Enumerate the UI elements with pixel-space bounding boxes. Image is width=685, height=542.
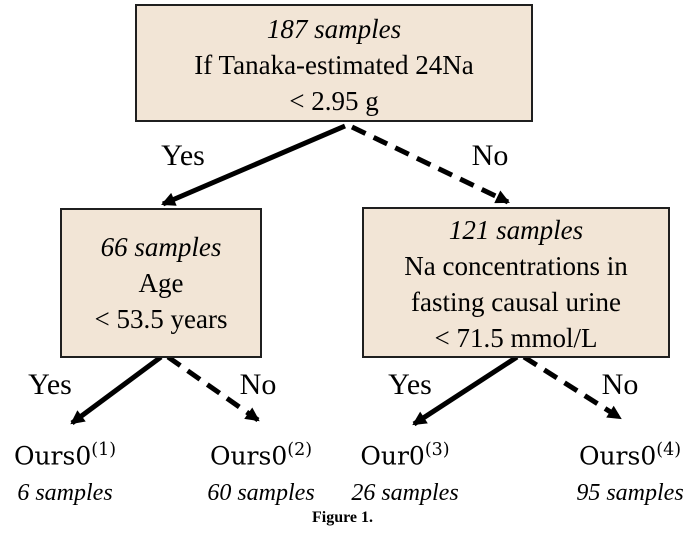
leaf-4-samples-count: 95 samples (576, 480, 684, 507)
edge-right-yes-arrow (412, 354, 519, 427)
leaf-node-3: Our0(3) 26 samples (340, 435, 470, 507)
figure-caption: Figure 1. (311, 509, 374, 526)
leaf-2-name: Ours0 (209, 441, 288, 471)
right-condition-line-3: < 71.5 mmol/L (434, 323, 598, 353)
leaf-2-label: Ours0(2) (196, 435, 326, 471)
leaf-2-samples-count: 60 samples (207, 480, 315, 507)
edge-root-yes-arrow (161, 123, 346, 207)
leaf-node-1: Ours0(1) 6 samples (0, 435, 130, 507)
left-condition-node: 66 samples Age < 53.5 years (60, 208, 262, 358)
leaf-3-name: Our0 (360, 441, 425, 471)
leaf-4-label: Ours0(4) (570, 435, 685, 471)
leaf-1-label: Ours0(1) (0, 435, 130, 471)
root-condition-line-2: < 2.95 g (289, 86, 379, 116)
left-condition-line-2: < 53.5 years (94, 304, 228, 334)
edge-right-no-arrow (522, 354, 622, 421)
edge-left-yes-arrow (70, 354, 163, 426)
leaf-1-name: Ours0 (13, 441, 92, 471)
edge-root-no-arrow (350, 124, 510, 205)
leaf-4-superscript: (4) (656, 440, 682, 460)
root-condition-node: 187 samples If Tanaka-estimated 24Na < 2… (135, 4, 533, 122)
edge-label-left-yes: Yes (28, 368, 72, 401)
root-condition-line-1: If Tanaka-estimated 24Na (194, 50, 474, 80)
leaf-1-superscript: (1) (91, 440, 117, 460)
right-condition-line-1: Na concentrations in (404, 251, 628, 281)
left-samples-count: 66 samples (100, 232, 222, 262)
edge-left-no-arrow (166, 354, 260, 423)
leaf-3-superscript: (3) (424, 440, 450, 460)
leaf-2-superscript: (2) (287, 440, 313, 460)
leaf-4-name: Ours0 (578, 441, 657, 471)
left-condition-line-1: Age (138, 268, 184, 298)
right-condition-node: 121 samples Na concentrations in fasting… (362, 207, 670, 358)
leaf-3-samples-count: 26 samples (351, 480, 459, 507)
root-samples-count: 187 samples (266, 14, 402, 44)
edge-label-root-yes: Yes (161, 139, 205, 172)
edge-label-root-no: No (471, 139, 509, 172)
leaf-node-2: Ours0(2) 60 samples (196, 435, 326, 507)
right-samples-count: 121 samples (448, 215, 584, 245)
edge-label-right-yes: Yes (388, 368, 432, 401)
edge-label-right-no: No (601, 368, 639, 401)
leaf-1-samples-count: 6 samples (17, 480, 113, 507)
edge-label-left-no: No (239, 368, 277, 401)
leaf-3-label: Our0(3) (340, 435, 470, 471)
leaf-node-4: Ours0(4) 95 samples (570, 435, 685, 507)
right-condition-line-2: fasting causal urine (411, 287, 621, 317)
